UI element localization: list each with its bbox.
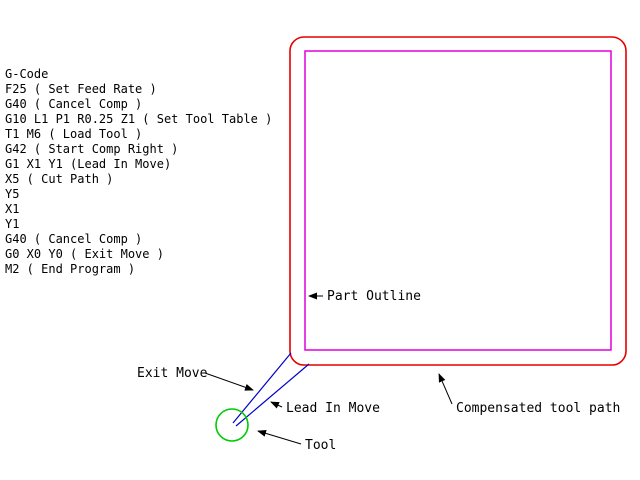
exit-move-label: Exit Move [137,366,208,381]
gcode-line: X5 ( Cut Path ) [5,172,113,186]
gcode-line: Y1 [5,217,19,231]
gcode-line: G0 X0 Y0 ( Exit Move ) [5,247,164,261]
gcode-line: G42 ( Start Comp Right ) [5,142,178,156]
gcode-line: G1 X1 Y1 (Lead In Move) [5,157,171,171]
compensated-tool-path-arrow [438,373,453,405]
exit-move-arrow [204,372,254,391]
gcode-line: X1 [5,202,19,216]
exit-move-line [232,352,292,424]
lead-in-move-arrow [270,401,283,409]
compensated-tool-path-label: Compensated tool path [456,401,620,416]
gcode-line: G40 ( Cancel Comp ) [5,97,142,111]
tool-arrow [257,429,302,445]
tool-label: Tool [305,438,336,453]
gcode-listing: G-Code F25 ( Set Feed Rate ) G40 ( Cance… [5,67,272,276]
gcode-line: M2 ( End Program ) [5,262,135,276]
compensated-tool-path-outline [289,36,627,366]
lead-in-move-line [235,363,310,427]
gcode-line: G-Code [5,67,48,81]
tool-circle [215,408,249,442]
lead-in-move-label: Lead In Move [286,401,380,416]
gcode-line: Y5 [5,187,19,201]
gcode-line: G40 ( Cancel Comp ) [5,232,142,246]
part-outline-label: Part Outline [327,289,421,304]
gcode-line: F25 ( Set Feed Rate ) [5,82,157,96]
gcode-line: T1 M6 ( Load Tool ) [5,127,142,141]
gcode-line: G10 L1 P1 R0.25 Z1 ( Set Tool Table ) [5,112,272,126]
part-outline-rect [304,50,612,351]
